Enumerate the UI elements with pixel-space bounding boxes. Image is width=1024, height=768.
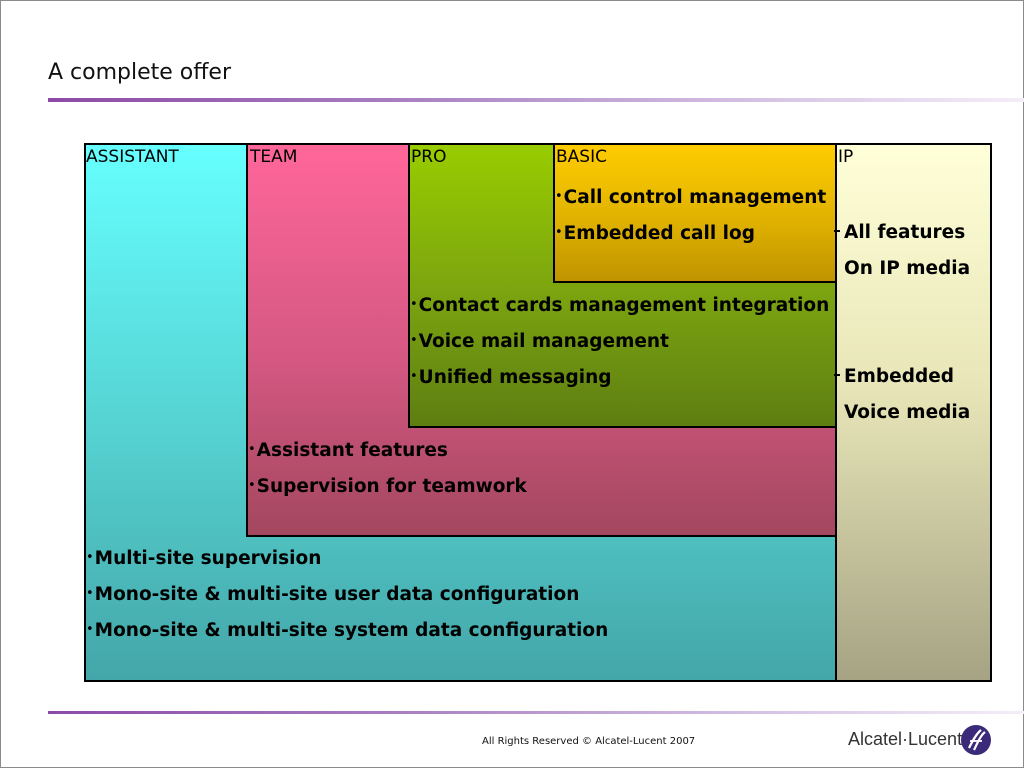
assistant-item-text: Mono-site & multi-site system data confi… (94, 620, 609, 641)
assistant-label: ASSISTANT (86, 147, 179, 167)
team-item-text: Assistant features (256, 440, 448, 461)
bullet: • (248, 442, 256, 457)
basic-item: •Embedded call log (555, 222, 755, 245)
ip-item-text: Voice media (844, 402, 971, 423)
ip-item-text: On IP media (844, 258, 971, 279)
copyright-footer: All Rights Reserved © Alcatel-Lucent 200… (482, 736, 696, 747)
bullet: • (555, 189, 563, 204)
basic-item-text: Call control management (563, 187, 827, 208)
pro-item: •Unified messaging (410, 366, 611, 389)
assistant-item-text: Multi-site supervision (94, 548, 322, 569)
bullet: • (410, 297, 418, 312)
assistant-item: •Mono-site & multi-site user data config… (86, 583, 579, 606)
dash-bullet (834, 230, 840, 232)
basic-item: •Call control management (555, 186, 826, 209)
bullet: • (248, 478, 256, 493)
ip-box (835, 143, 992, 682)
pro-item-text: Unified messaging (418, 367, 612, 388)
basic-box (553, 143, 838, 283)
assistant-item: •Multi-site supervision (86, 547, 321, 570)
alcatel-lucent-logo-icon (961, 725, 991, 755)
ip-item: Voice media (844, 402, 970, 424)
pro-item: •Contact cards management integration (410, 294, 829, 317)
bullet: • (86, 622, 94, 637)
pro-label: PRO (411, 147, 447, 167)
ip-item: All features (834, 222, 965, 244)
logo-text: Alcatel·Lucent (848, 729, 963, 749)
bullet: • (555, 225, 563, 240)
alcatel-lucent-logo: Alcatel·Lucent (848, 724, 998, 760)
basic-label: BASIC (556, 147, 607, 167)
basic-item-text: Embedded call log (563, 223, 755, 244)
pro-item: •Voice mail management (410, 330, 669, 353)
slide-title: A complete offer (48, 60, 231, 85)
ip-label: IP (838, 147, 854, 167)
pro-item-text: Voice mail management (418, 331, 669, 352)
ip-item-text: All features (844, 222, 966, 243)
title-divider (48, 98, 1024, 102)
footer-divider (48, 711, 1024, 714)
team-label: TEAM (250, 147, 298, 167)
bullet: • (86, 550, 94, 565)
bullet: • (86, 586, 94, 601)
bullet: • (410, 369, 418, 384)
pro-item-text: Contact cards management integration (418, 295, 830, 316)
ip-item-text: Embedded (844, 366, 954, 387)
assistant-item: •Mono-site & multi-site system data conf… (86, 619, 608, 642)
bullet: • (410, 333, 418, 348)
team-item-text: Supervision for teamwork (256, 476, 527, 497)
dash-bullet (834, 374, 840, 376)
assistant-item-text: Mono-site & multi-site user data configu… (94, 584, 580, 605)
ip-item: On IP media (844, 258, 970, 280)
team-item: •Assistant features (248, 439, 448, 462)
ip-item: Embedded (834, 366, 954, 388)
team-item: •Supervision for teamwork (248, 475, 527, 498)
